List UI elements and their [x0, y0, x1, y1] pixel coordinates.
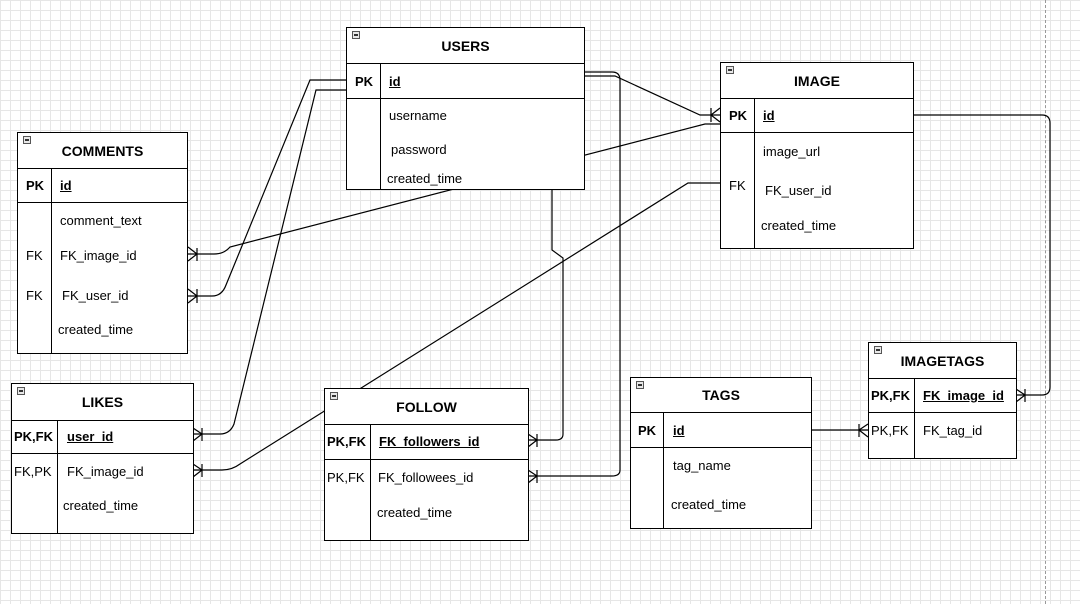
field-fk-tag-id[interactable]: FK_tag_id	[923, 423, 983, 438]
collapse-icon[interactable]	[17, 387, 25, 395]
field-fk-image-id[interactable]: FK_image_id	[923, 388, 1004, 403]
crowfoot-follow-followers	[527, 433, 538, 448]
entity-header[interactable]: COMMENTS	[18, 133, 187, 169]
collapse-icon[interactable]	[330, 392, 338, 400]
field-created-time[interactable]: created_time	[377, 505, 453, 520]
fk-label: FK	[26, 288, 43, 303]
field-id[interactable]: id	[389, 74, 401, 89]
rel-image-imagetags	[913, 114, 1051, 396]
field-fk-followees-id[interactable]: FK_followees_id	[378, 470, 474, 485]
crowfoot-imagetags-image	[1015, 388, 1026, 403]
divider	[631, 447, 811, 448]
rel-image-comments	[188, 123, 720, 255]
rel-users-comments	[188, 79, 346, 297]
entity-imagetags[interactable]: IMAGETAGS PK,FK FK_image_id PK,FK FK_tag…	[868, 342, 1017, 459]
key-column-divider	[663, 412, 664, 528]
field-username[interactable]: username	[389, 108, 447, 123]
fk-label: FK	[26, 248, 43, 263]
entity-title: IMAGE	[794, 72, 840, 89]
field-created-time[interactable]: created_time	[761, 218, 837, 233]
entity-users[interactable]: USERS PK id username password created_ti…	[346, 27, 585, 190]
entity-title: TAGS	[702, 387, 740, 403]
pk-label: PK	[355, 74, 374, 89]
field-password[interactable]: password	[391, 142, 447, 157]
entity-header[interactable]: TAGS	[631, 378, 811, 413]
entity-header[interactable]: FOLLOW	[325, 389, 528, 425]
crowfoot-likes-users	[192, 427, 203, 442]
crowfoot-comments-users	[187, 288, 198, 304]
collapse-icon[interactable]	[726, 66, 734, 74]
key-label: FK,PK	[14, 464, 52, 479]
key-label: PK,FK	[871, 423, 909, 438]
field-created-time[interactable]: created_time	[63, 498, 139, 513]
fk-label: FK	[729, 178, 746, 193]
crowfoot-comments-image	[187, 246, 198, 262]
key-column-divider	[370, 424, 371, 540]
entity-follow[interactable]: FOLLOW PK,FK FK_followers_id PK,FK FK_fo…	[324, 388, 529, 541]
field-fk-image-id[interactable]: FK_image_id	[60, 248, 137, 263]
key-column-divider	[51, 168, 52, 353]
field-id[interactable]: id	[673, 423, 685, 438]
pk-label: PK,FK	[14, 429, 53, 444]
divider	[12, 453, 193, 454]
entity-title: COMMENTS	[61, 142, 144, 159]
entity-likes[interactable]: LIKES PK,FK user_id FK,PK FK_image_id cr…	[11, 383, 194, 534]
rel-users-likes	[193, 89, 346, 435]
entity-tags[interactable]: TAGS PK id tag_name created_time	[630, 377, 812, 529]
entity-header[interactable]: USERS	[347, 28, 584, 64]
divider	[721, 132, 913, 133]
key-column-divider	[754, 98, 755, 248]
divider	[869, 412, 1016, 413]
field-tag-name[interactable]: tag_name	[673, 458, 731, 473]
field-id[interactable]: id	[60, 178, 72, 193]
pk-label: PK	[638, 423, 657, 438]
crowfoot-likes-image	[192, 463, 203, 478]
field-fk-user-id[interactable]: FK_user_id	[62, 288, 129, 303]
pk-label: PK	[729, 108, 748, 123]
entity-header[interactable]: LIKES	[12, 384, 193, 421]
pk-label: PK	[26, 178, 45, 193]
field-created-time[interactable]: created_time	[671, 497, 747, 512]
entity-image[interactable]: IMAGE PK id image_url FK FK_user_id crea…	[720, 62, 914, 249]
divider	[347, 98, 584, 99]
field-fk-image-id[interactable]: FK_image_id	[67, 464, 144, 479]
field-user-id[interactable]: user_id	[67, 429, 114, 444]
page-boundary-line	[1045, 0, 1046, 604]
divider	[325, 459, 528, 460]
entity-title: FOLLOW	[396, 398, 457, 415]
pk-label: PK,FK	[871, 388, 910, 403]
divider	[18, 202, 187, 203]
entity-title: LIKES	[81, 394, 124, 410]
entity-header[interactable]: IMAGETAGS	[869, 343, 1016, 379]
collapse-icon[interactable]	[352, 31, 360, 39]
entity-header[interactable]: IMAGE	[721, 63, 913, 99]
field-comment-text[interactable]: comment_text	[60, 213, 142, 228]
key-column-divider	[380, 63, 381, 189]
key-column-divider	[57, 420, 58, 533]
pk-label: PK,FK	[327, 434, 366, 449]
entity-title: IMAGETAGS	[900, 352, 985, 369]
rel-image-likes	[193, 182, 720, 471]
crowfoot-follow-followees	[527, 469, 538, 484]
field-created-time[interactable]: created_time	[387, 171, 463, 186]
entity-title: USERS	[441, 37, 490, 54]
field-image-url[interactable]: image_url	[763, 144, 821, 159]
field-created-time[interactable]: created_time	[58, 322, 134, 337]
collapse-icon[interactable]	[874, 346, 882, 354]
rel-users-follow-followees	[528, 71, 621, 477]
key-label: PK,FK	[327, 470, 365, 485]
crowfoot-imagetags-tags	[858, 423, 869, 438]
entity-comments[interactable]: COMMENTS PK id comment_text FK FK_image_…	[17, 132, 188, 354]
crowfoot-image-users	[710, 107, 721, 123]
collapse-icon[interactable]	[636, 381, 644, 389]
field-fk-followers-id[interactable]: FK_followers_id	[379, 434, 480, 449]
key-column-divider	[914, 378, 915, 458]
field-id[interactable]: id	[763, 108, 775, 123]
collapse-icon[interactable]	[23, 136, 31, 144]
rel-users-image	[585, 75, 720, 116]
field-fk-user-id[interactable]: FK_user_id	[765, 183, 832, 198]
